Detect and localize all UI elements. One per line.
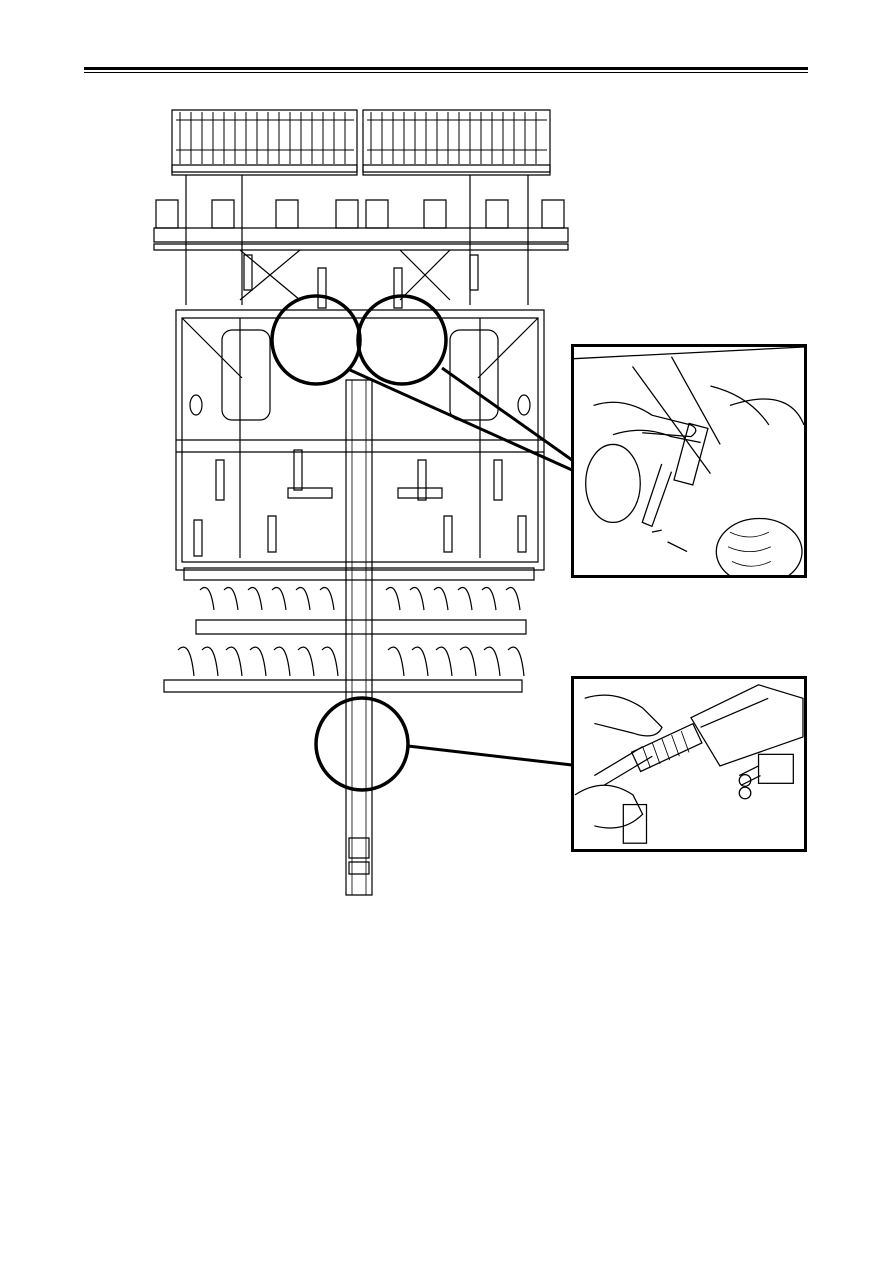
front-disc-rows bbox=[164, 568, 534, 692]
header-rule-thin bbox=[84, 72, 808, 73]
press-roller-row bbox=[154, 175, 568, 305]
inset-drawbar-coupling bbox=[571, 676, 807, 852]
leader-line-upper-b bbox=[442, 368, 572, 460]
callout-circle-drawbar bbox=[316, 698, 408, 790]
hand-connecting-coupling-icon bbox=[574, 684, 804, 844]
callout-circle-left-cylinder bbox=[272, 296, 360, 384]
rear-harrow-left bbox=[172, 110, 357, 175]
header-rule-thick bbox=[84, 67, 808, 70]
leader-line-upper-a bbox=[350, 370, 572, 470]
hydraulic-cylinders bbox=[194, 255, 526, 556]
callout-circle-right-cylinder bbox=[358, 296, 446, 384]
rear-harrow-right bbox=[363, 110, 550, 175]
inset-hitch-cylinders bbox=[571, 344, 807, 578]
hand-connecting-hose-icon bbox=[574, 347, 804, 575]
drawbar bbox=[346, 380, 372, 895]
leader-line-lower bbox=[408, 746, 572, 765]
